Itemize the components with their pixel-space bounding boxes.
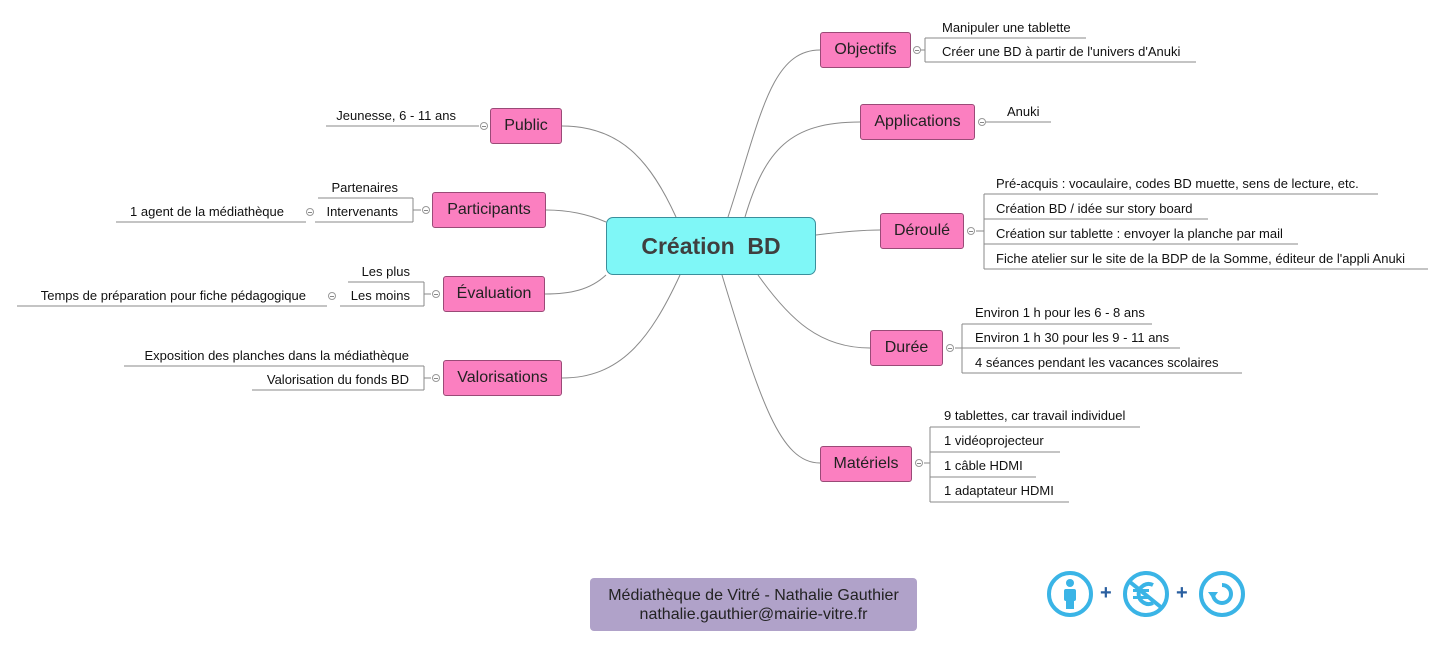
leaf-materiels-2: 1 vidéoprojecteur (944, 433, 1044, 448)
leaf-duree-1: Environ 1 h pour les 6 - 8 ans (975, 305, 1145, 320)
branch-participants[interactable]: Participants (432, 192, 546, 228)
leaf-evaluation-sub: Temps de préparation pour fiche pédagogi… (40, 288, 306, 303)
collapse-toggle-icon[interactable] (913, 46, 921, 54)
collapse-toggle-icon[interactable] (978, 118, 986, 126)
leaf-materiels-1: 9 tablettes, car travail individuel (944, 408, 1126, 423)
branch-objectifs[interactable]: Objectifs (820, 32, 911, 68)
central-topic[interactable]: Création BD (606, 217, 816, 275)
share-alike-icon (1199, 571, 1245, 617)
collapse-toggle-icon[interactable] (432, 290, 440, 298)
leaf-materiels-3: 1 câble HDMI (944, 458, 1023, 473)
branch-valorisations[interactable]: Valorisations (443, 360, 562, 396)
non-commercial-icon (1123, 571, 1169, 617)
collapse-toggle-icon[interactable] (915, 459, 923, 467)
leaf-objectifs-1: Manipuler une tablette (942, 20, 1071, 35)
collapse-toggle-icon[interactable] (306, 208, 314, 216)
leaf-deroule-1: Pré-acquis : vocaulaire, codes BD muette… (996, 176, 1359, 191)
attribution-icon (1047, 571, 1093, 617)
leaf-duree-2: Environ 1 h 30 pour les 9 - 11 ans (975, 330, 1170, 345)
branch-evaluation[interactable]: Évaluation (443, 276, 545, 312)
leaf-deroule-3: Création sur tablette : envoyer la planc… (996, 226, 1283, 241)
branch-applications[interactable]: Applications (860, 104, 975, 140)
leaf-public-1: Jeunesse, 6 - 11 ans (336, 108, 456, 123)
collapse-toggle-icon[interactable] (946, 344, 954, 352)
leaf-evaluation-1: Les plus (361, 264, 410, 279)
collapse-toggle-icon[interactable] (422, 206, 430, 214)
collapse-toggle-icon[interactable] (480, 122, 488, 130)
leaf-valorisations-2: Valorisation du fonds BD (266, 372, 409, 387)
license-separator: + (1176, 582, 1188, 604)
leaf-deroule-2: Création BD / idée sur story board (996, 201, 1193, 216)
collapse-toggle-icon[interactable] (432, 374, 440, 382)
leaf-participants-2: Intervenants (326, 204, 398, 219)
leaf-duree-3: 4 séances pendant les vacances scolaires (975, 355, 1219, 370)
leaf-participants-1: Partenaires (331, 180, 398, 195)
leaf-evaluation-2: Les moins (350, 288, 410, 303)
license-separator: + (1100, 582, 1112, 604)
branch-deroule[interactable]: Déroulé (880, 213, 964, 249)
collapse-toggle-icon[interactable] (967, 227, 975, 235)
branch-public[interactable]: Public (490, 108, 562, 144)
leaf-valorisations-1: Exposition des planches dans la médiathè… (144, 348, 409, 363)
footer-line-1: Médiathèque de Vitré - Nathalie Gauthier (608, 586, 899, 604)
collapse-toggle-icon[interactable] (328, 292, 336, 300)
branch-materiels[interactable]: Matériels (820, 446, 912, 482)
footer-line-2: nathalie.gauthier@mairie-vitre.fr (639, 605, 868, 623)
leaf-applications-1: Anuki (1007, 104, 1040, 119)
branch-duree[interactable]: Durée (870, 330, 943, 366)
leaf-deroule-4: Fiche atelier sur le site de la BDP de l… (996, 251, 1406, 266)
author-footer: Médiathèque de Vitré - Nathalie Gauthier… (590, 578, 917, 631)
leaf-objectifs-2: Créer une BD à partir de l'univers d'Anu… (942, 44, 1181, 59)
leaf-materiels-4: 1 adaptateur HDMI (944, 483, 1054, 498)
leaf-participants-sub: 1 agent de la médiathèque (130, 204, 284, 219)
